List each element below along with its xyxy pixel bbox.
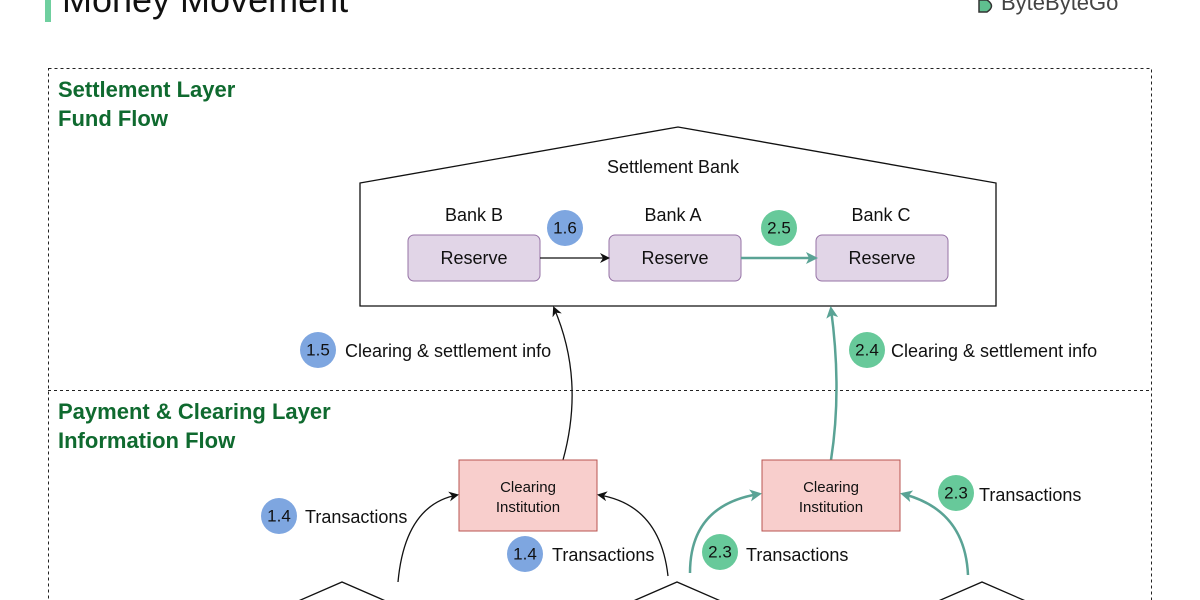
svg-text:Clearing & settlement info: Clearing & settlement info [891,341,1097,361]
page-title: Money Movement [62,0,348,20]
bank-roof-middle [633,581,721,600]
svg-text:2.5: 2.5 [767,219,791,238]
bank-roof-left [298,581,386,600]
step-1-5: 1.5 Clearing & settlement info [300,332,551,368]
logo-icon [978,0,993,13]
settlement-bank-label: Settlement Bank [607,157,740,177]
arrow-bank2-to-clearing2 [688,489,762,574]
svg-text:Clearing: Clearing [500,479,556,496]
svg-text:Transactions: Transactions [305,507,407,527]
clearing-layer-title: Payment & Clearing Layer [58,399,331,424]
bank-c-reserve: Reserve [815,234,949,282]
arrow-bank2-to-clearing1 [597,491,669,577]
arrow-bank1-to-clearing1 [397,491,459,583]
svg-text:2.4: 2.4 [855,341,879,360]
arrow-clearing1-to-bank [552,306,573,461]
outer-dashed-frame [48,68,1152,600]
svg-text:Transactions: Transactions [746,545,848,565]
settlement-layer-title: Settlement Layer [58,77,236,102]
svg-text:Reserve: Reserve [641,248,708,268]
svg-text:Reserve: Reserve [440,248,507,268]
svg-text:Clearing & settlement info: Clearing & settlement info [345,341,551,361]
step-2-3-left: 2.3 Transactions [702,534,848,570]
svg-text:Clearing: Clearing [803,479,859,496]
svg-text:Transactions: Transactions [979,485,1081,505]
bank-b-reserve: Reserve [407,234,541,282]
title-accent-bar [45,0,51,22]
step-1-4-left: 1.4 Transactions [261,498,407,534]
bank-b-label: Bank B [445,205,503,225]
step-2-3-right: 2.3 Transactions [938,475,1081,511]
svg-text:1.5: 1.5 [306,341,330,360]
svg-text:Transactions: Transactions [552,545,654,565]
bank-c-label: Bank C [851,205,910,225]
clearing-layer-subtitle: Information Flow [58,428,236,453]
svg-text:Institution: Institution [496,499,560,516]
bank-a-label: Bank A [644,205,701,225]
arrow-bank3-to-clearing2 [900,490,970,576]
svg-text:Institution: Institution [799,499,863,516]
logo-text: ByteByteGo [1001,0,1118,15]
svg-text:1.6: 1.6 [553,219,577,238]
svg-text:2.3: 2.3 [708,543,732,562]
step-2-4: 2.4 Clearing & settlement info [849,332,1097,368]
arrow-clearing2-to-bank [826,306,839,461]
svg-text:1.4: 1.4 [513,545,537,564]
step-1-4-right: 1.4 Transactions [507,536,654,572]
svg-text:1.4: 1.4 [267,507,291,526]
bank-a-reserve: Reserve [608,234,742,282]
svg-text:2.3: 2.3 [944,484,968,503]
bytebytego-logo: ByteByteGo [978,0,1118,15]
svg-text:Reserve: Reserve [848,248,915,268]
step-badge-2-5: 2.5 [761,210,797,246]
settlement-layer-subtitle: Fund Flow [58,106,169,131]
bank-roof-right [938,581,1026,600]
step-badge-1-6: 1.6 [547,210,583,246]
